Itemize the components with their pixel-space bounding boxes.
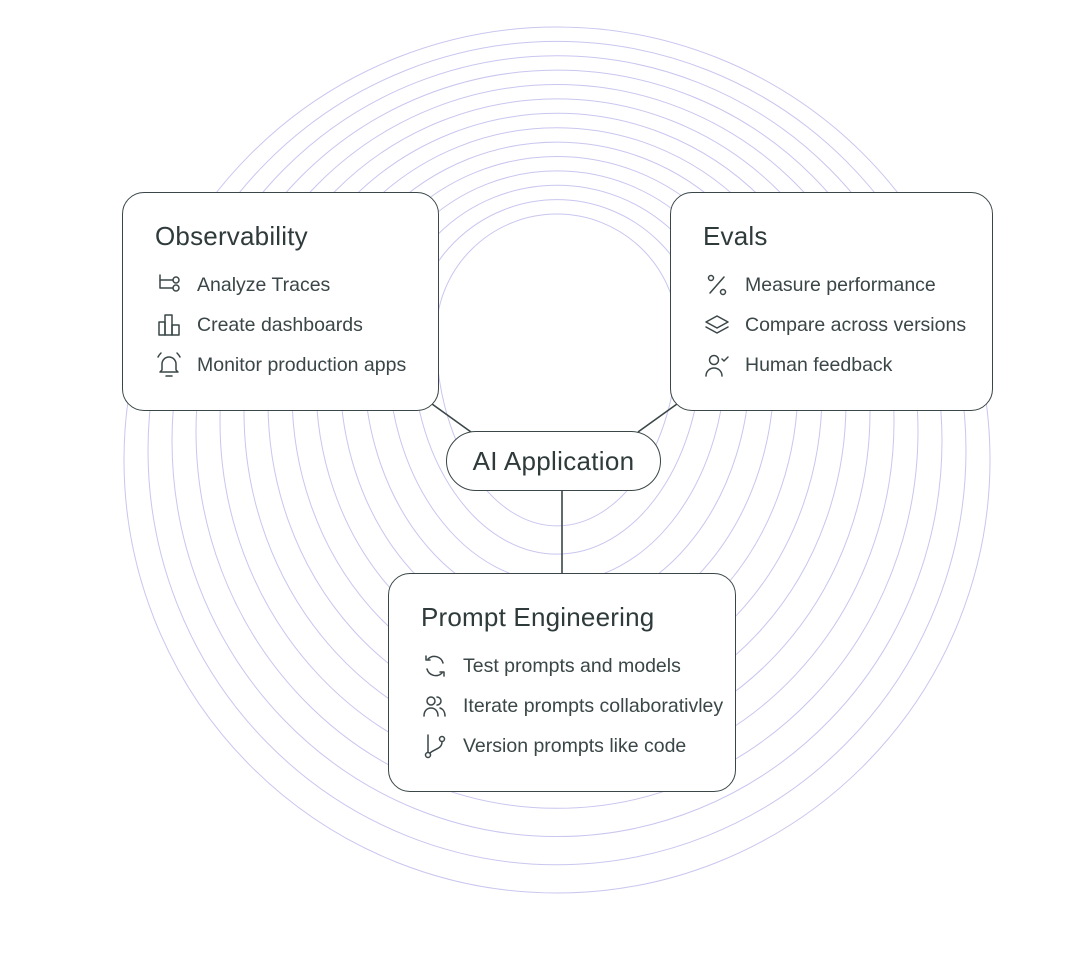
users-icon	[421, 692, 449, 720]
prompt-engineering-card: Prompt Engineering Test prompts and mode…	[388, 573, 736, 792]
list-item-label: Measure performance	[745, 273, 936, 296]
list-item-label: Analyze Traces	[197, 273, 331, 296]
list-item: Version prompts like code	[421, 726, 723, 766]
list-item: Compare across versions	[703, 305, 966, 345]
prompt-engineering-list: Test prompts and models Iterate prompts …	[421, 646, 723, 766]
evals-list: Measure performance Compare across versi…	[703, 265, 966, 385]
observability-card: Observability Analyze Traces Create dash…	[122, 192, 439, 411]
refresh-icon	[421, 652, 449, 680]
user-check-icon	[703, 351, 731, 379]
list-item-label: Monitor production apps	[197, 353, 407, 376]
background-ring	[171, 55, 943, 837]
list-item: Measure performance	[703, 265, 966, 305]
background-ring	[147, 40, 967, 866]
connector-observability	[431, 403, 472, 433]
background-ring	[219, 84, 895, 781]
list-item: Iterate prompts collaborativley	[421, 686, 723, 726]
prompt-engineering-title: Prompt Engineering	[421, 602, 655, 632]
list-item: Create dashboards	[155, 305, 406, 345]
bar-chart-icon	[155, 311, 183, 339]
layers-icon	[703, 311, 731, 339]
background-ring	[195, 69, 919, 809]
evals-title: Evals	[703, 221, 768, 251]
list-item: Monitor production apps	[155, 345, 406, 385]
connector-evals	[637, 403, 678, 433]
observability-list: Analyze Traces Create dashboards Monitor…	[155, 265, 406, 385]
ai-application-label: AI Application	[472, 445, 635, 476]
bell-icon	[155, 351, 183, 379]
ai-application-node: AI Application	[446, 431, 661, 491]
list-item-label: Create dashboards	[197, 313, 363, 336]
list-item-label: Compare across versions	[745, 313, 967, 336]
background-ring	[123, 26, 991, 894]
list-item-label: Test prompts and models	[463, 654, 681, 677]
list-item: Human feedback	[703, 345, 966, 385]
trace-tree-icon	[155, 271, 183, 299]
list-item: Test prompts and models	[421, 646, 723, 686]
list-item-label: Human feedback	[745, 353, 893, 376]
git-branch-icon	[421, 732, 449, 760]
list-item-label: Iterate prompts collaborativley	[463, 694, 724, 717]
observability-title: Observability	[155, 221, 308, 251]
list-item: Analyze Traces	[155, 265, 406, 305]
list-item-label: Version prompts like code	[463, 734, 687, 757]
evals-card: Evals Measure performance Compare across…	[670, 192, 993, 411]
percent-icon	[703, 271, 731, 299]
